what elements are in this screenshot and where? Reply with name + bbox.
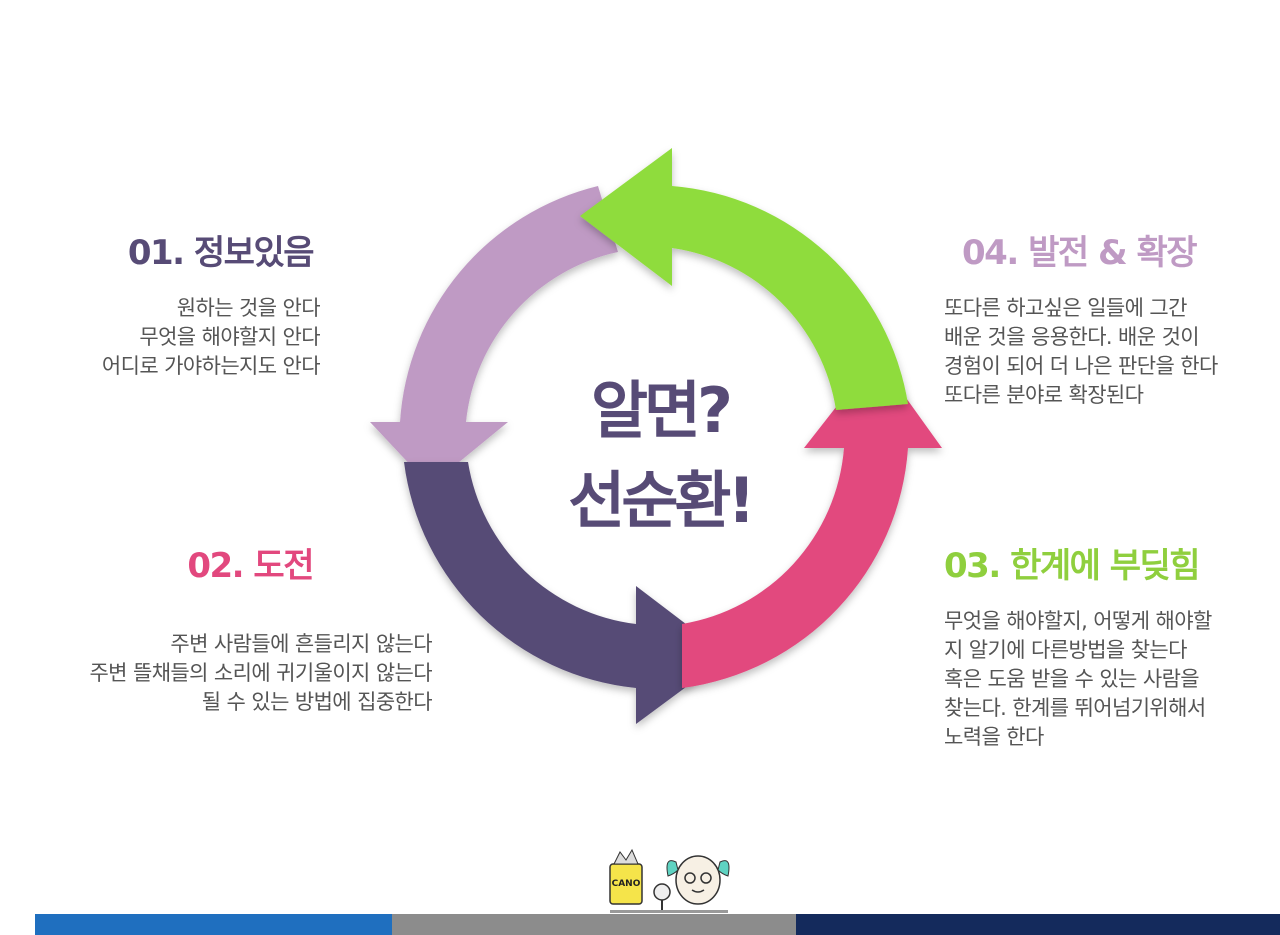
step-01-line: 원하는 것을 안다	[176, 296, 321, 320]
step-02-description: 주변 사람들에 흔들리지 않는다 주변 뜰채들의 소리에 귀기울이지 않는다 될…	[89, 630, 432, 717]
footer-bar-blue	[35, 914, 392, 935]
step-02-line: 될 수 있는 방법에 집중한다	[201, 690, 433, 714]
step-02-line: 주변 뜰채들의 소리에 귀기울이지 않는다	[89, 661, 432, 685]
step-01-title: 01. 정보있음	[127, 233, 315, 273]
center-title-line-1: 알면?	[590, 374, 733, 447]
step-04-line: 배운 것을 응용한다. 배운 것이	[944, 325, 1200, 349]
step-04-line: 또다른 하고싶은 일들에 그간	[944, 296, 1187, 320]
step-03-line: 찾는다. 한계를 뛰어넘기위해서	[944, 696, 1206, 720]
step-03-line: 노력을 한다	[944, 725, 1044, 749]
step-03-title: 03. 한계에 부딪힘	[944, 546, 1201, 586]
cycle-diagram	[370, 148, 942, 724]
step-01-line: 무엇을 해야할지 안다	[139, 325, 320, 349]
cycle-arrow-purple	[404, 462, 728, 724]
step-04-line: 또다른 분야로 확장된다	[944, 383, 1144, 407]
step-01-line: 어디로 가야하는지도 안다	[101, 354, 321, 378]
cano-logo: CANO	[609, 848, 730, 913]
step-03-description: 무엇을 해야할지, 어떻게 해야할 지 알기에 다른방법을 찾는다 혹은 도움 …	[944, 607, 1212, 752]
step-03-line: 무엇을 해야할지, 어떻게 해야할	[944, 609, 1212, 633]
step-02-title: 02. 도전	[187, 546, 314, 586]
step-03-line: 지 알기에 다른방법을 찾는다	[944, 638, 1187, 662]
step-04-description: 또다른 하고싶은 일들에 그간 배운 것을 응용한다. 배운 것이 경험이 되어…	[944, 294, 1218, 410]
footer-bar-navy	[796, 914, 1280, 935]
step-01-description: 원하는 것을 안다 무엇을 해야할지 안다 어디로 가야하는지도 안다	[101, 294, 321, 381]
step-04-title: 04. 발전 & 확장	[962, 233, 1198, 273]
step-03-line: 혹은 도움 받을 수 있는 사람을	[944, 667, 1200, 691]
center-title-line-2: 선순환!	[568, 464, 755, 537]
step-02-line: 주변 사람들에 흔들리지 않는다	[170, 632, 432, 656]
cycle-arrow-lavender	[370, 186, 618, 486]
cycle-arrow-pink	[682, 356, 942, 688]
step-04-line: 경험이 되어 더 나은 판단을 한다	[944, 354, 1218, 378]
footer-bar-gray	[392, 914, 796, 935]
logo-badge-text: CANO	[612, 879, 641, 889]
cycle-arrow-green	[580, 148, 908, 410]
